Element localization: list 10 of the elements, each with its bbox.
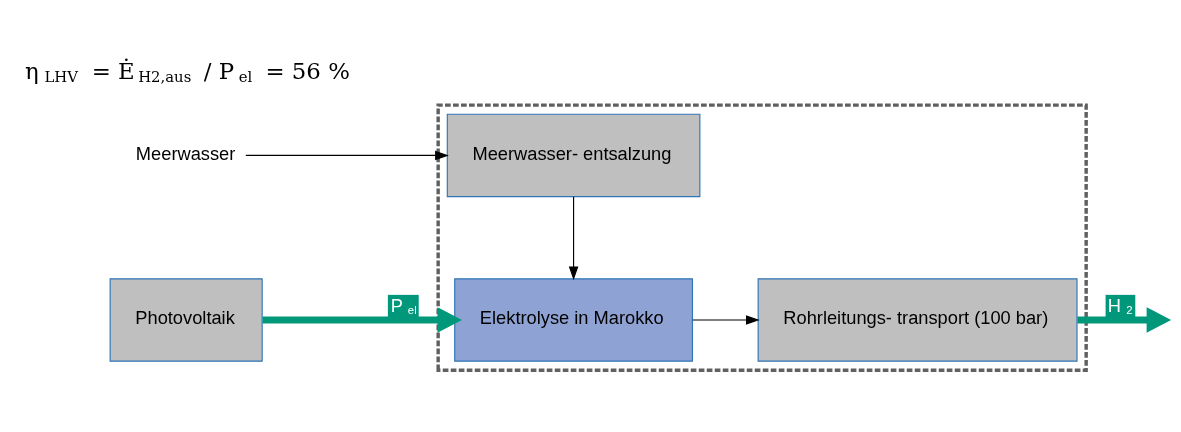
node-box: Rohrleitungs- transport (100 bar) [757,278,1078,362]
arrow [262,307,462,333]
node-box: Photovoltaik [109,278,263,362]
node-text: Meerwasser [135,142,236,164]
node-box: Elektrolyse in Marokko [454,278,693,362]
arrow [692,315,760,325]
node-box: Meerwasser- entsalzung [446,113,701,198]
arrow [568,196,579,281]
arrow [1077,307,1172,333]
arrow [245,150,449,161]
